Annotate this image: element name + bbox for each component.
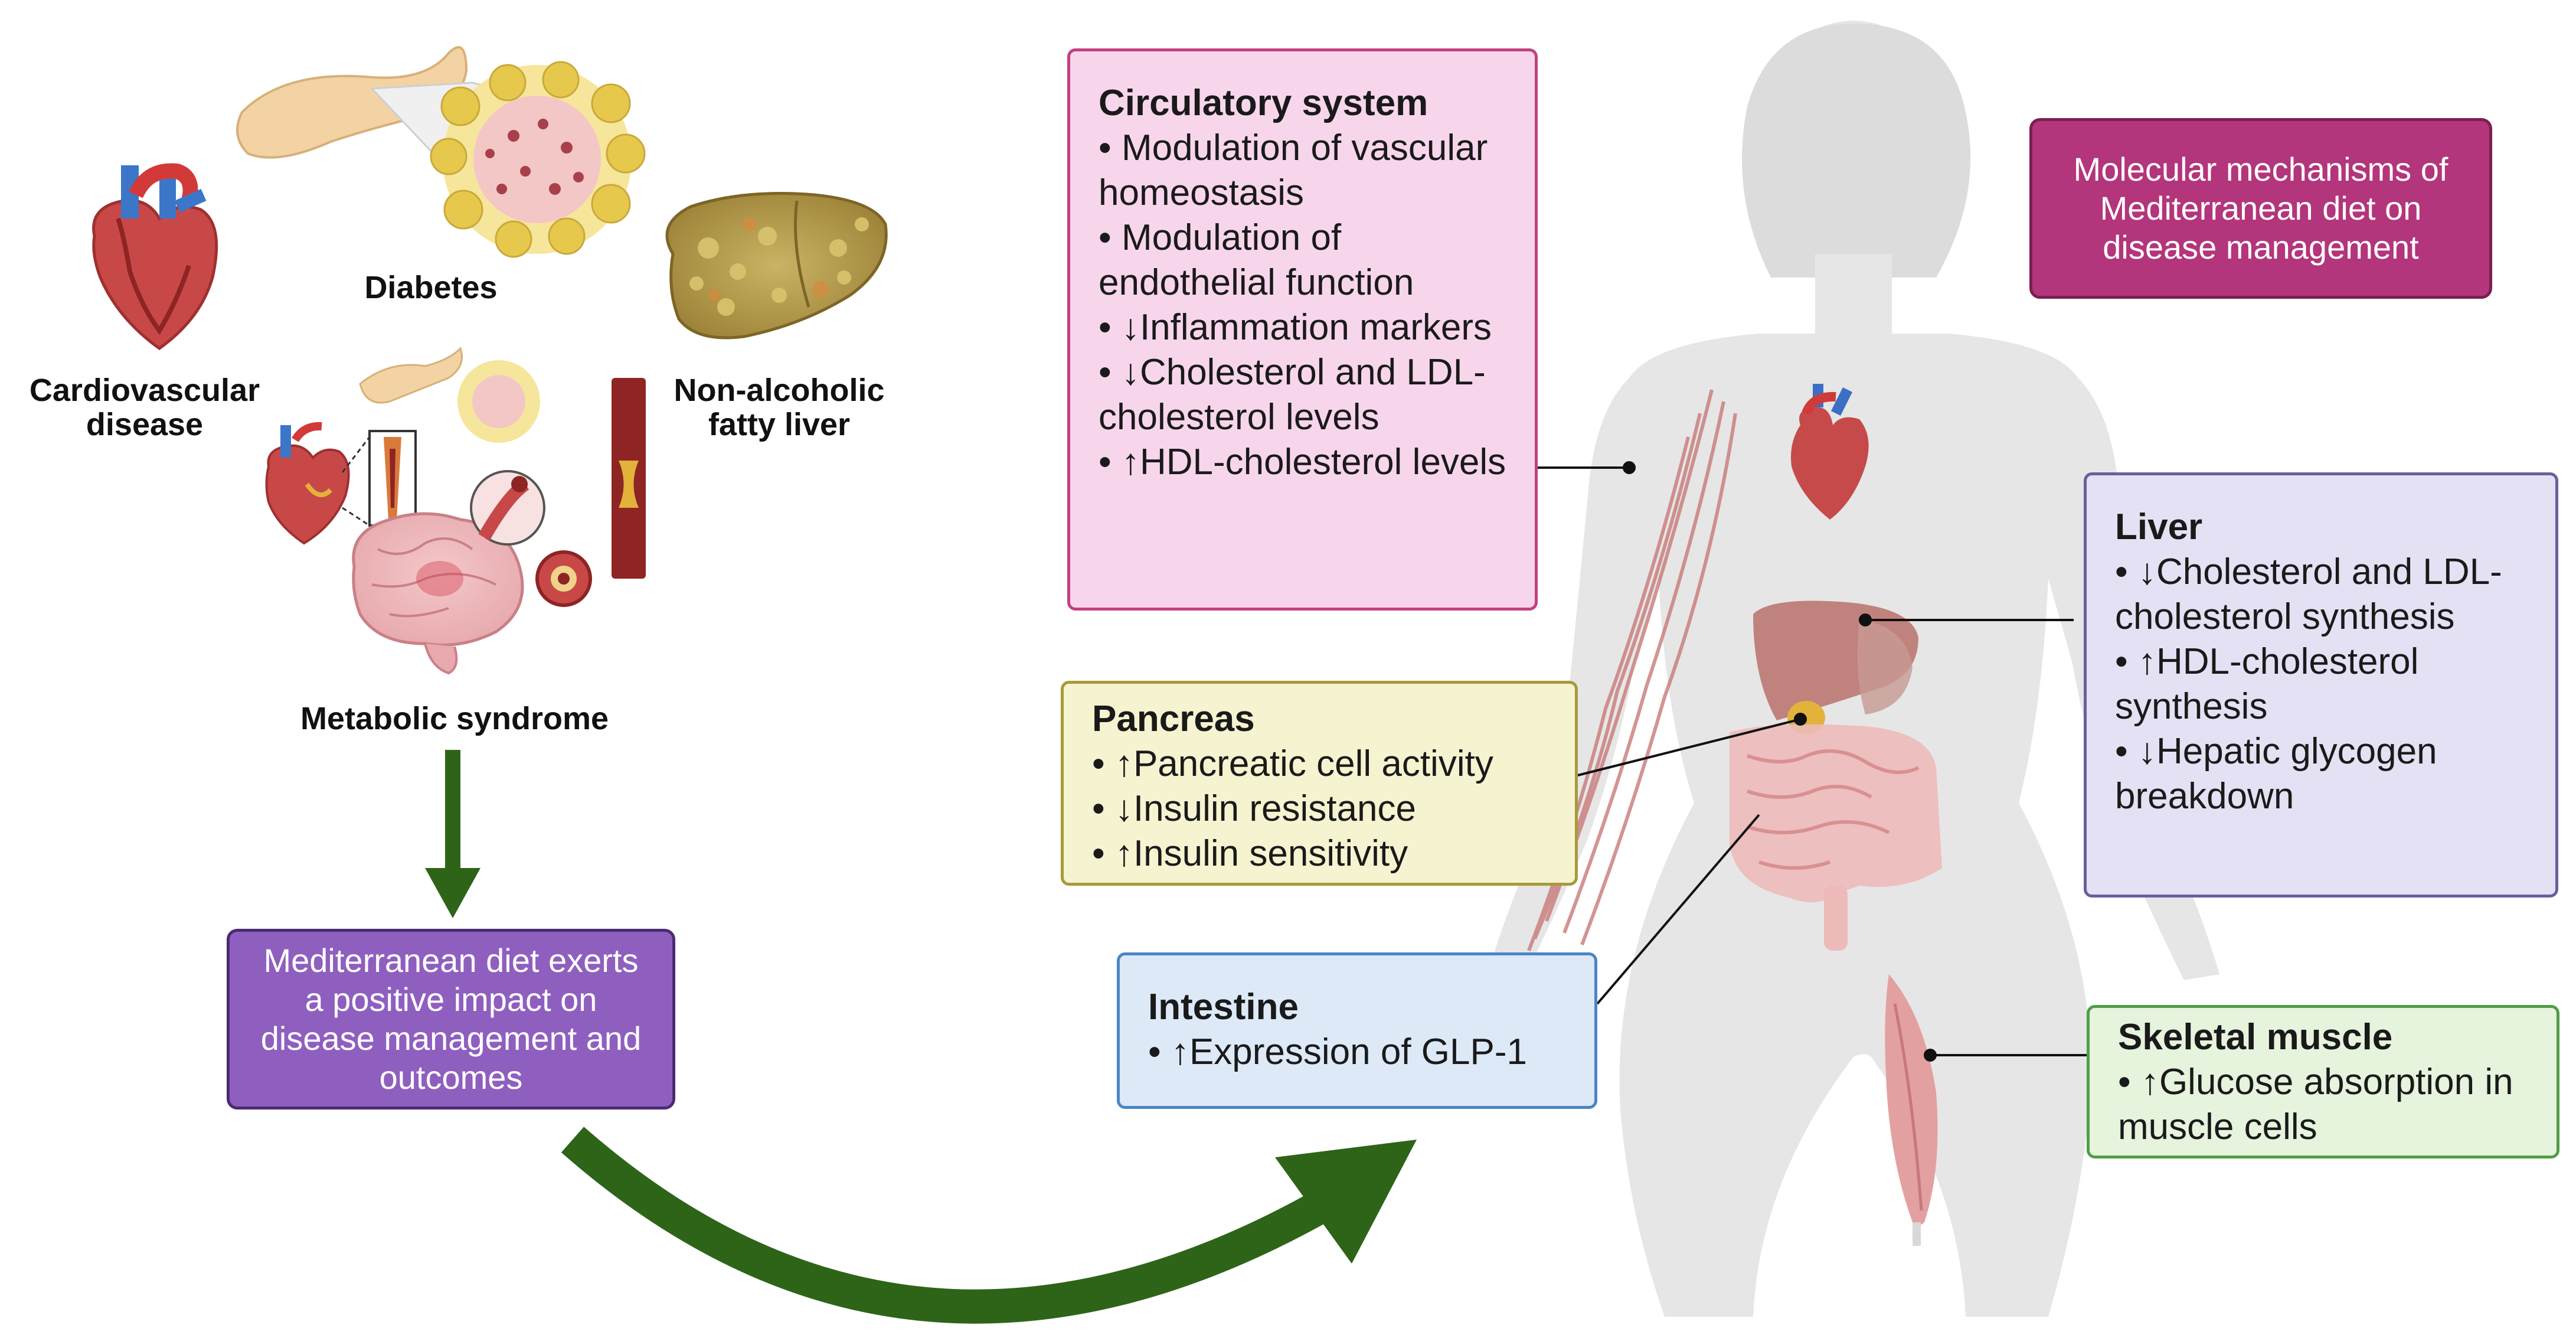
- down-arrow: [425, 750, 480, 918]
- circulatory-item: Modulation of endothelial function: [1099, 216, 1511, 305]
- pancreas-title: Pancreas: [1092, 699, 1255, 739]
- fatty-liver-illustration: [665, 192, 888, 340]
- pancreas-item: ↓Insulin resistance: [1092, 787, 1551, 831]
- intestine-title: Intestine: [1148, 987, 1299, 1027]
- circulatory-item: ↓Inflammation markers: [1099, 305, 1511, 350]
- cardiovascular-disease-label: Cardiovascular disease: [29, 373, 260, 442]
- diabetes-label: Diabetes: [364, 270, 498, 305]
- body-intestine-illustration: [1730, 724, 1942, 951]
- metabolic-syndrome-label: Metabolic syndrome: [300, 701, 609, 736]
- leader-lines: [1538, 461, 2087, 1062]
- liver-item: ↓Cholesterol and LDL-cholesterol synthes…: [2115, 550, 2532, 639]
- mediterranean-diet-box: Mediterranean diet exerts a positive imp…: [227, 929, 675, 1109]
- metabolic-syndrome-illustration: [265, 347, 646, 675]
- pancreas-box: Pancreas ↑Pancreatic cell activity ↓Insu…: [1061, 681, 1578, 886]
- skeletal-muscle-item: ↑Glucose absorption in muscle cells: [2118, 1060, 2533, 1150]
- circulatory-item: Modulation of vascular homeostasis: [1099, 126, 1511, 216]
- heart-illustration: [92, 163, 218, 351]
- liver-box: Liver ↓Cholesterol and LDL-cholesterol s…: [2084, 472, 2558, 898]
- molecular-mechanisms-text: Molecular mechanisms of Mediterranean di…: [2073, 151, 2448, 266]
- non-alcoholic-fatty-liver-label: Non-alcoholic fatty liver: [674, 373, 885, 442]
- liver-title: Liver: [2115, 507, 2203, 547]
- liver-item: ↓Hepatic glycogen breakdown: [2115, 729, 2532, 819]
- skeletal-muscle-title: Skeletal muscle: [2118, 1017, 2393, 1058]
- skeletal-muscle-box: Skeletal muscle ↑Glucose absorption in m…: [2087, 1005, 2559, 1158]
- body-liver-illustration: [1753, 601, 1918, 720]
- intestine-item: ↑Expression of GLP-1: [1148, 1030, 1571, 1075]
- pancreas-item: ↑Insulin sensitivity: [1092, 831, 1551, 876]
- circulatory-system-title: Circulatory system: [1099, 83, 1428, 123]
- pancreas-item: ↑Pancreatic cell activity: [1092, 742, 1551, 787]
- body-skeletal-muscle-illustration: [1885, 974, 1938, 1246]
- pancreas-islet-illustration: [236, 46, 646, 258]
- circulatory-system-box: Circulatory system Modulation of vascula…: [1067, 48, 1538, 611]
- circulatory-item: ↑HDL-cholesterol levels: [1099, 440, 1511, 485]
- curved-arrow: [561, 1127, 1417, 1324]
- intestine-box: Intestine ↑Expression of GLP-1: [1117, 952, 1597, 1109]
- molecular-mechanisms-box: Molecular mechanisms of Mediterranean di…: [2029, 118, 2492, 299]
- liver-item: ↑HDL-cholesterol synthesis: [2115, 639, 2532, 729]
- circulatory-item: ↓Cholesterol and LDL-cholesterol levels: [1099, 350, 1511, 440]
- mediterranean-diet-text: Mediterranean diet exerts a positive imp…: [260, 942, 642, 1096]
- body-heart-illustration: [1791, 384, 1869, 520]
